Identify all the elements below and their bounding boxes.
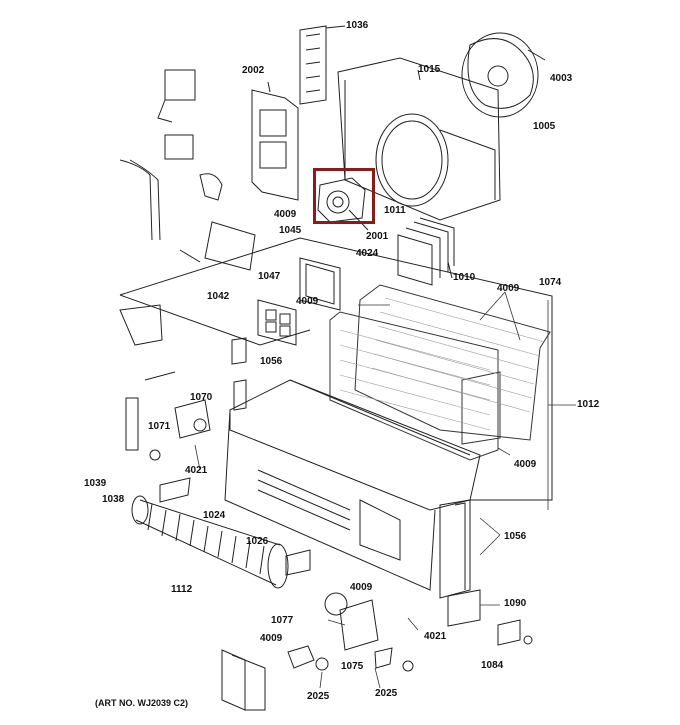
label-1070: 1070 [190, 392, 213, 403]
label-1012: 1012 [577, 399, 600, 410]
label-4021: 4021 [424, 631, 447, 642]
fan-wheel-part-1112 [131, 495, 289, 589]
label-1036: 1036 [346, 20, 369, 31]
label-1038: 1038 [102, 494, 125, 505]
label-1074: 1074 [539, 277, 562, 288]
label-1024: 1024 [203, 510, 226, 521]
motor-part-2001 [317, 177, 369, 231]
leader-lines [194, 291, 576, 689]
label-4009: 4009 [296, 296, 319, 307]
chassis-outline [119, 237, 553, 501]
label-2025: 2025 [307, 691, 330, 702]
label-4009: 4009 [497, 283, 520, 294]
coil-part-1012 [329, 284, 551, 461]
label-1056: 1056 [504, 531, 527, 542]
label-1077: 1077 [271, 615, 294, 626]
label-1026: 1026 [246, 536, 269, 547]
label-1047: 1047 [258, 271, 281, 282]
label-1090: 1090 [504, 598, 527, 609]
label-2002: 2002 [242, 65, 265, 76]
label-4009: 4009 [260, 633, 283, 644]
label-4009: 4009 [274, 209, 297, 220]
label-1075: 1075 [341, 661, 364, 672]
bottom-parts [221, 549, 533, 711]
label-1045: 1045 [279, 225, 302, 236]
rail-part-1036 [299, 25, 346, 105]
base-pan [224, 379, 481, 599]
label-1010: 1010 [453, 272, 476, 283]
label-1011: 1011 [384, 205, 406, 216]
label-4024: 4024 [356, 248, 379, 259]
label-1084: 1084 [481, 660, 504, 671]
fan-blade-part-1005 [461, 32, 546, 118]
label-1015: 1015 [418, 64, 441, 75]
bracket-part-2002 [251, 81, 299, 201]
label-1071: 1071 [148, 421, 171, 432]
control-assembly [119, 69, 223, 241]
side-parts [119, 304, 211, 503]
label-1005: 1005 [533, 121, 556, 132]
art-number: (ART NO. WJ2039 C2) [95, 698, 189, 708]
label-2001: 2001 [366, 231, 389, 242]
label-1056: 1056 [260, 356, 283, 367]
highlight-box [313, 168, 375, 224]
label-1039: 1039 [84, 478, 107, 489]
bracket-part-1056 [231, 337, 247, 411]
label-1042: 1042 [207, 291, 230, 302]
label-4003: 4003 [550, 73, 573, 84]
label-1112: 1112 [171, 584, 193, 595]
filter-part-1010 [397, 217, 455, 286]
label-4009: 4009 [514, 459, 537, 470]
label-4009: 4009 [350, 582, 373, 593]
label-2025: 2025 [375, 688, 398, 699]
label-4021: 4021 [185, 465, 208, 476]
plate-part-1042 [179, 221, 341, 346]
